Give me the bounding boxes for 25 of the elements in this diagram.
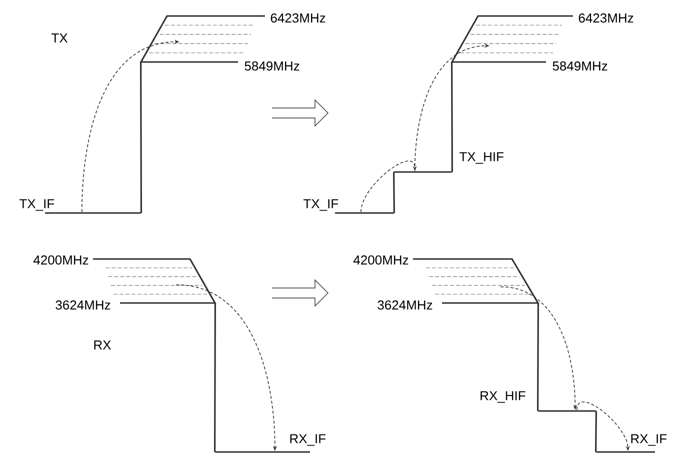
dashed-arrow xyxy=(360,160,417,212)
level-label: RX_HIF xyxy=(480,391,526,403)
frequency-label: 4200MHz xyxy=(33,255,88,265)
step-line xyxy=(451,62,453,172)
frequency-label: 5849MHz xyxy=(244,61,300,71)
step-line xyxy=(214,303,216,452)
frequency-label: 3624MHz xyxy=(56,300,110,310)
step-line xyxy=(140,62,142,213)
frequency-band xyxy=(140,15,265,63)
level-label: TX_HIF xyxy=(460,152,504,164)
frequency-label: 3624MHz xyxy=(378,300,432,310)
frequency-label: 5849MHz xyxy=(552,61,608,71)
section-label: RX xyxy=(94,340,111,350)
step-line xyxy=(393,172,395,213)
frequency-label: 6423MHz xyxy=(578,13,634,23)
section-label: TX xyxy=(52,34,68,42)
level-label: TX_IF xyxy=(20,199,54,211)
frequency-label: 6423MHz xyxy=(270,13,326,23)
step-line xyxy=(595,410,597,452)
step-line xyxy=(537,303,539,411)
level-label: RX_IF xyxy=(290,434,326,446)
level-label: TX_IF xyxy=(304,199,338,211)
frequency-label: 4200MHz xyxy=(353,255,408,265)
level-label: RX_IF xyxy=(631,434,667,446)
frequency-band xyxy=(450,15,573,63)
